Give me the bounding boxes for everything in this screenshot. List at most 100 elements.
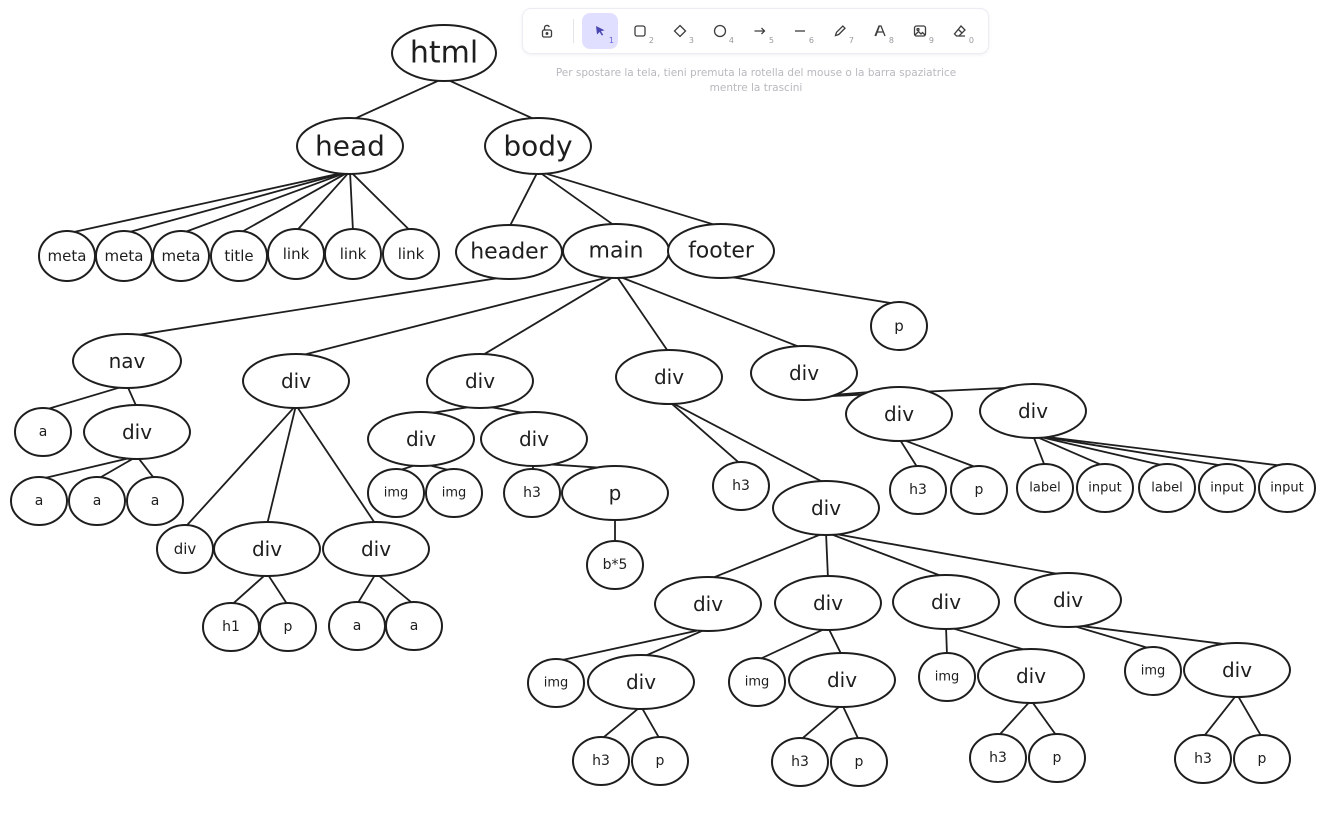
- node-ellipse[interactable]: [587, 654, 695, 710]
- node-ellipse[interactable]: [892, 574, 1000, 630]
- node-ellipse[interactable]: [83, 404, 191, 460]
- node-ellipse[interactable]: [950, 465, 1008, 515]
- node-ellipse[interactable]: [1138, 463, 1196, 513]
- node-ellipse[interactable]: [654, 576, 762, 632]
- tree-edge-main-div2[interactable]: [479, 274, 617, 358]
- tree-node-div4[interactable]: div: [750, 345, 858, 401]
- tree-node-header[interactable]: header: [455, 224, 563, 280]
- tree-edge-body-main[interactable]: [537, 170, 617, 228]
- node-ellipse[interactable]: [772, 480, 880, 536]
- tree-node-input2[interactable]: input: [1198, 463, 1256, 513]
- tree-edge-div4_div2-label1[interactable]: [1032, 434, 1046, 468]
- tree-edge-nav_div-nav_a3[interactable]: [136, 455, 156, 481]
- tree-edge-div3-div3_div[interactable]: [668, 400, 827, 485]
- tree-edge-main-div3[interactable]: [615, 274, 670, 354]
- tool-line[interactable]: 6: [782, 13, 818, 49]
- tree-node-nav_div[interactable]: div: [83, 404, 191, 460]
- tree-edge-html-head[interactable]: [349, 77, 445, 122]
- tool-eraser[interactable]: 0: [942, 13, 978, 49]
- tree-node-div4_div[interactable]: div: [845, 386, 953, 442]
- tree-node-nav[interactable]: nav: [72, 333, 182, 389]
- tree-node-card4[interactable]: div: [1014, 572, 1122, 628]
- node-ellipse[interactable]: [322, 521, 430, 577]
- tree-edge-div4_div-div4_p[interactable]: [898, 437, 980, 470]
- tree-node-div1_p[interactable]: p: [259, 602, 317, 652]
- tree-edge-nav-nav_a[interactable]: [42, 384, 128, 412]
- node-ellipse[interactable]: [72, 333, 182, 389]
- node-ellipse[interactable]: [1028, 733, 1086, 783]
- tree-edge-body-footer[interactable]: [537, 170, 722, 228]
- node-ellipse[interactable]: [527, 658, 585, 708]
- tree-edge-card2_div-card2_h3[interactable]: [799, 703, 843, 742]
- tree-node-div1_a2[interactable]: a: [385, 601, 443, 651]
- tree-edge-main-div1[interactable]: [295, 274, 617, 358]
- tree-node-h1[interactable]: h1: [202, 602, 260, 652]
- tree-node-link3[interactable]: link: [382, 228, 440, 280]
- tree-node-nav_a[interactable]: a: [14, 407, 72, 457]
- node-ellipse[interactable]: [503, 468, 561, 518]
- tree-node-card1[interactable]: div: [654, 576, 762, 632]
- node-ellipse[interactable]: [210, 230, 268, 282]
- node-ellipse[interactable]: [1076, 463, 1134, 513]
- tree-node-footer_p[interactable]: p: [870, 301, 928, 351]
- tree-edge-div4_div2-label2[interactable]: [1032, 434, 1168, 468]
- tree-node-div3_div[interactable]: div: [772, 480, 880, 536]
- tree-node-link2[interactable]: link: [324, 228, 382, 280]
- node-ellipse[interactable]: [667, 223, 775, 279]
- tree-node-div4_p[interactable]: p: [950, 465, 1008, 515]
- tree-node-nav_a3[interactable]: a: [126, 476, 184, 526]
- tree-node-card1_div[interactable]: div: [587, 654, 695, 710]
- node-ellipse[interactable]: [484, 117, 592, 175]
- tree-node-card2_div[interactable]: div: [788, 652, 896, 708]
- tree-node-div1_div3[interactable]: div: [322, 521, 430, 577]
- tree-node-input3[interactable]: input: [1258, 463, 1316, 513]
- tree-node-card3[interactable]: div: [892, 574, 1000, 630]
- tree-edge-div1-div1_div3[interactable]: [295, 404, 377, 526]
- node-ellipse[interactable]: [455, 224, 563, 280]
- node-ellipse[interactable]: [68, 476, 126, 526]
- node-ellipse[interactable]: [561, 465, 669, 521]
- tree-edge-div3_div-card4[interactable]: [825, 531, 1069, 577]
- tool-selection[interactable]: 1: [582, 13, 618, 49]
- tree-node-div2_div[interactable]: div: [367, 411, 475, 467]
- node-ellipse[interactable]: [572, 736, 630, 786]
- tree-node-div4_div2[interactable]: div: [979, 383, 1087, 439]
- tree-edge-card3-card3_img[interactable]: [945, 625, 948, 657]
- tree-node-div2[interactable]: div: [426, 353, 534, 409]
- tree-node-link1[interactable]: link: [267, 228, 325, 280]
- tool-ellipse[interactable]: 4: [702, 13, 738, 49]
- node-ellipse[interactable]: [1198, 463, 1256, 513]
- tree-edge-head-link2[interactable]: [349, 170, 354, 233]
- node-ellipse[interactable]: [918, 652, 976, 702]
- tree-node-meta3[interactable]: meta: [152, 230, 210, 282]
- node-ellipse[interactable]: [259, 602, 317, 652]
- node-ellipse[interactable]: [1183, 642, 1291, 698]
- tree-edge-head-meta2[interactable]: [123, 170, 351, 235]
- node-ellipse[interactable]: [774, 575, 882, 631]
- node-ellipse[interactable]: [324, 228, 382, 280]
- tree-edge-div3_div-card3[interactable]: [825, 531, 947, 579]
- tree-edge-card3_div-card3_h3[interactable]: [997, 699, 1032, 738]
- node-ellipse[interactable]: [1124, 646, 1182, 696]
- tree-edge-card1-card1_img[interactable]: [555, 627, 709, 663]
- tree-edge-card4_div-card4_p[interactable]: [1236, 693, 1263, 739]
- node-ellipse[interactable]: [1174, 734, 1232, 784]
- tree-edge-div1-div1_div[interactable]: [184, 404, 297, 529]
- tree-node-card1_h3[interactable]: h3: [572, 736, 630, 786]
- tree-edge-div1_div2-div1_p[interactable]: [266, 572, 289, 607]
- tree-edge-head-link1[interactable]: [295, 170, 351, 233]
- tree-edge-div4_div-div4_h3[interactable]: [898, 437, 919, 470]
- tool-arrow[interactable]: 5: [742, 13, 778, 49]
- node-ellipse[interactable]: [367, 411, 475, 467]
- node-ellipse[interactable]: [425, 468, 483, 518]
- tree-edge-card1_div-card1_h3[interactable]: [600, 705, 642, 741]
- tree-edge-header-nav[interactable]: [126, 275, 510, 338]
- tool-image[interactable]: 9: [902, 13, 938, 49]
- tree-node-div1[interactable]: div: [242, 353, 350, 409]
- tree-node-card3_div[interactable]: div: [977, 648, 1085, 704]
- tree-node-label2[interactable]: label: [1138, 463, 1196, 513]
- tree-edge-div1_div3-div1_a2[interactable]: [375, 572, 415, 606]
- tree-edge-head-meta3[interactable]: [180, 170, 351, 235]
- tree-node-footer[interactable]: footer: [667, 223, 775, 279]
